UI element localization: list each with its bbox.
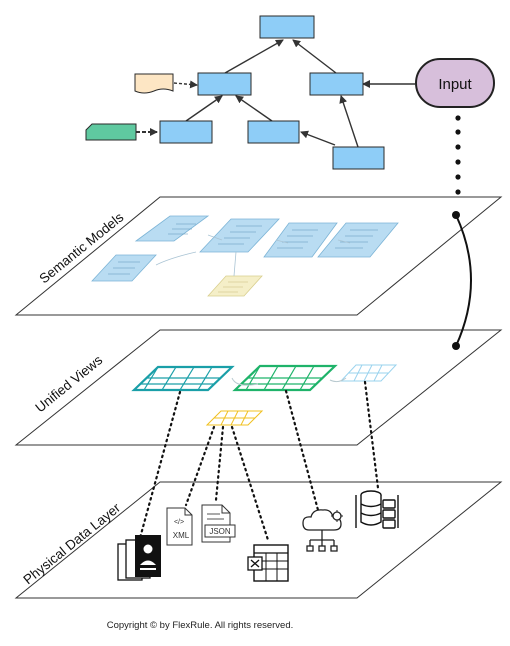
edge-left-to-top [224, 39, 284, 74]
view-to-source-links [138, 380, 380, 542]
unified-views [131, 364, 398, 426]
graph-node-bottom-right [332, 146, 385, 170]
xml-label: XML [173, 531, 190, 540]
graph-node-left [197, 72, 252, 96]
edge-midcenter-to-left [235, 95, 273, 122]
graph-nodes [85, 15, 385, 170]
cloud-network-icon [302, 509, 343, 552]
semantic-table-1 [134, 215, 210, 242]
edge-bottomright-to-midcenter [300, 130, 336, 146]
edge-right-to-top [292, 39, 337, 74]
graph-node-mid-left [159, 120, 213, 144]
json-label: JSON [209, 527, 231, 536]
input-node: Input [415, 58, 495, 108]
edge-midleft-to-left [185, 95, 223, 122]
view-teal [131, 365, 235, 392]
json-file-icon: JSON [201, 504, 236, 543]
input-label: Input [438, 76, 472, 93]
green-tag-shape [85, 123, 137, 141]
connector-dot-top [452, 211, 460, 219]
layer-semantic-plane [14, 196, 503, 316]
id-cards-icon [117, 535, 161, 581]
xml-code-glyph: </> [174, 519, 184, 526]
document-shape [134, 73, 174, 94]
layer-unified-plane [14, 329, 503, 446]
semantic-table-6 [207, 275, 263, 297]
graph-node-right [309, 72, 364, 96]
dotted-connector [455, 115, 461, 210]
view-yellow [205, 410, 264, 426]
copyright-notice: Copyright © by FlexRule. All rights rese… [106, 620, 294, 631]
view-light [339, 364, 398, 382]
connector-dot-bottom [452, 342, 460, 350]
edge-doc-to-left [173, 80, 198, 89]
semantic-tables [91, 215, 399, 297]
view-green [232, 364, 338, 392]
layer-connector-curve [455, 214, 472, 347]
spreadsheet-icon [247, 544, 289, 582]
semantic-graph [136, 39, 415, 148]
database-server-icon [355, 490, 399, 529]
xml-file-icon: </> XML [166, 507, 193, 546]
semantic-table-3 [263, 222, 338, 258]
graph-node-top [259, 15, 315, 39]
edge-bottomright-to-right [339, 95, 359, 148]
semantic-table-4 [317, 222, 399, 258]
graph-node-mid-center [247, 120, 300, 144]
